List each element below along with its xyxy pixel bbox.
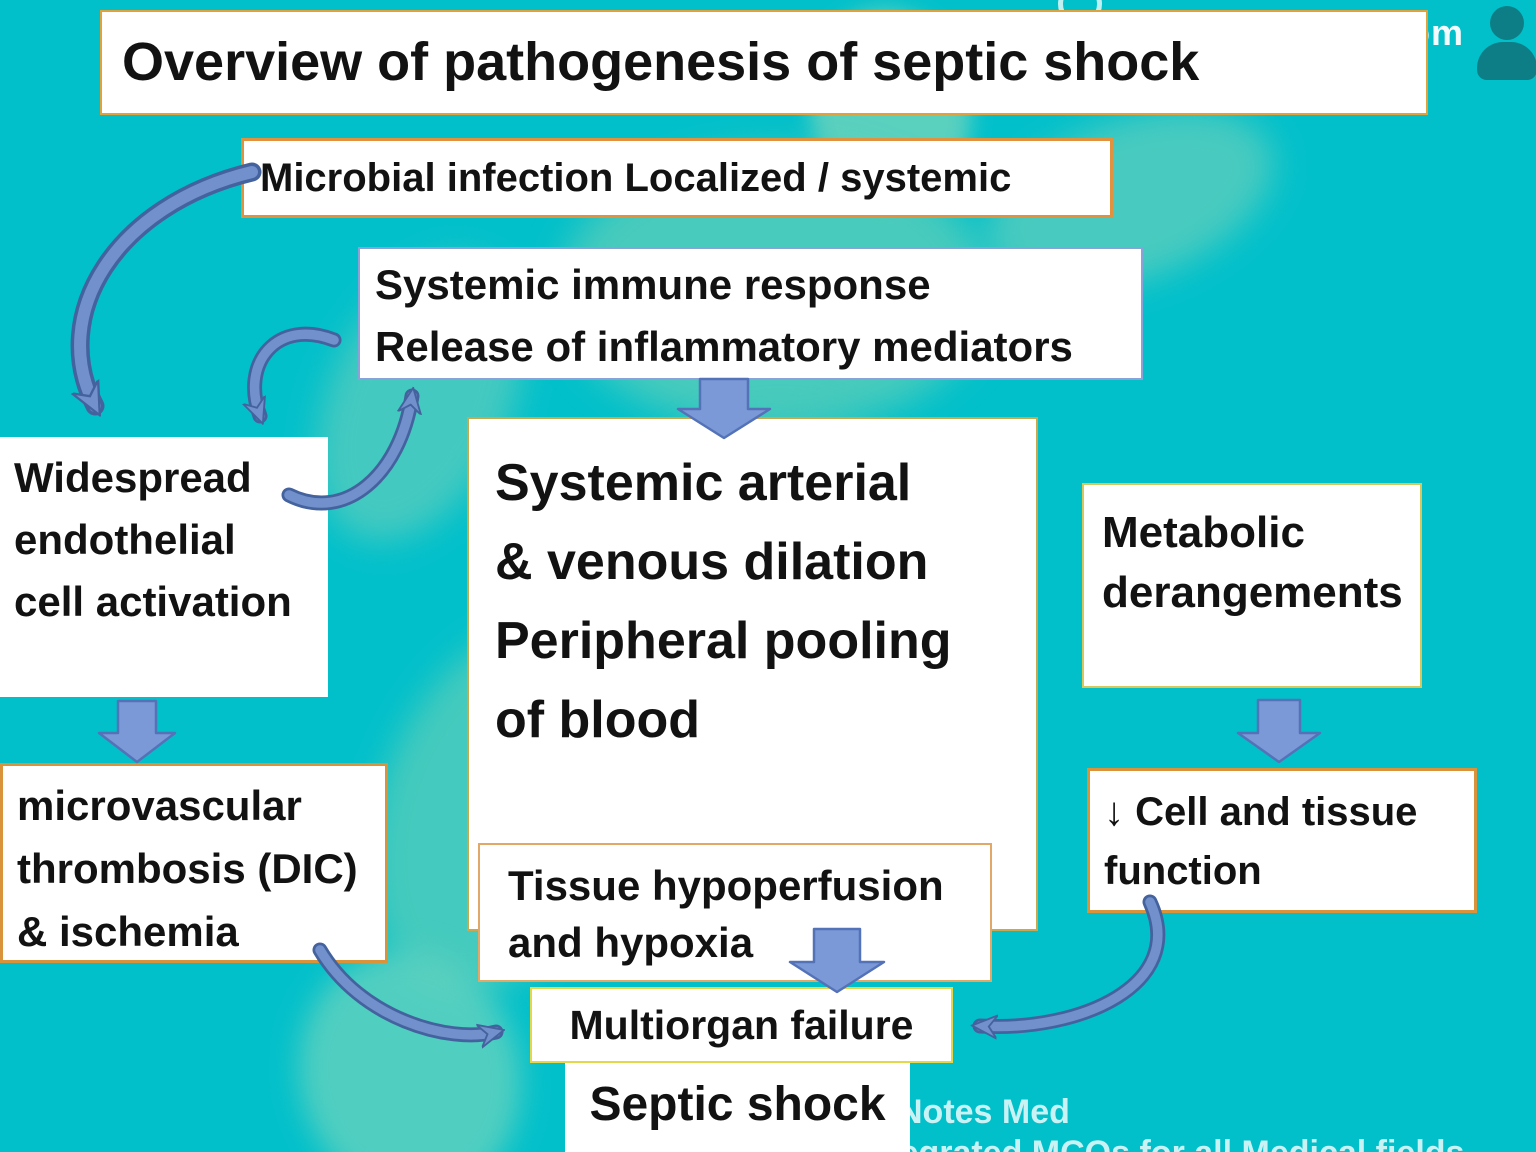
node-microvascular-thrombosis: microvascular thrombosis (DIC) & ischemi… bbox=[0, 763, 388, 963]
node-line: microvascular bbox=[17, 782, 302, 829]
doctor-avatar-bust bbox=[1477, 42, 1536, 80]
node-systemic-immune-response: Systemic immune response Release of infl… bbox=[358, 247, 1143, 380]
node-line: Systemic immune response bbox=[375, 261, 931, 308]
node-line: and hypoxia bbox=[508, 919, 754, 966]
node-label: Septic shock bbox=[589, 1078, 886, 1131]
node-line: of blood bbox=[495, 691, 701, 749]
node-line: & venous dilation bbox=[495, 533, 929, 591]
node-line: cell activation bbox=[14, 578, 292, 625]
arrow-widespread-to-microvascular bbox=[97, 699, 177, 764]
arrow-microbial-to-widespread bbox=[80, 162, 262, 406]
page-title: Overview of pathogenesis of septic shock bbox=[100, 10, 1428, 115]
node-line: Systemic arterial bbox=[495, 454, 912, 512]
node-line: function bbox=[1104, 849, 1262, 893]
node-multiorgan-failure: Multiorgan failure bbox=[530, 987, 953, 1063]
arrow-metabolic-to-cellfunction bbox=[1236, 698, 1322, 764]
watermark-tagline-partial: Integrated MCQs for all Medical fields bbox=[858, 1134, 1536, 1152]
node-widespread-endothelial-activation: Widespread endothelial cell activation bbox=[0, 437, 328, 697]
watermark-brand: Notes Med bbox=[898, 1093, 1070, 1131]
node-label: Multiorgan failure bbox=[569, 1002, 914, 1048]
node-decreased-cell-tissue-function: ↓ Cell and tissue function bbox=[1087, 768, 1477, 913]
node-line: Peripheral pooling bbox=[495, 612, 952, 670]
node-label: Microbial infection Localized / systemic bbox=[260, 156, 1012, 200]
node-line: Tissue hypoperfusion bbox=[508, 862, 944, 909]
node-line: Metabolic bbox=[1102, 508, 1305, 557]
node-line: ↓ Cell and tissue bbox=[1104, 790, 1418, 834]
node-line: derangements bbox=[1102, 568, 1403, 617]
node-line: & ischemia bbox=[17, 908, 239, 955]
node-line: endothelial bbox=[14, 516, 236, 563]
node-tissue-hypoperfusion: Tissue hypoperfusion and hypoxia bbox=[478, 843, 992, 982]
node-microbial-infection: Microbial infection Localized / systemic bbox=[241, 138, 1113, 218]
doctor-avatar-icon bbox=[1476, 4, 1536, 86]
node-septic-shock: Septic shock bbox=[565, 1063, 910, 1152]
doctor-avatar-head bbox=[1490, 6, 1524, 40]
node-line: Widespread bbox=[14, 454, 252, 501]
node-line: Release of inflammatory mediators bbox=[375, 323, 1073, 370]
node-metabolic-derangements: Metabolic derangements bbox=[1082, 483, 1422, 688]
title-text: Overview of pathogenesis of septic shock bbox=[122, 32, 1200, 92]
node-line: thrombosis (DIC) bbox=[17, 845, 358, 892]
